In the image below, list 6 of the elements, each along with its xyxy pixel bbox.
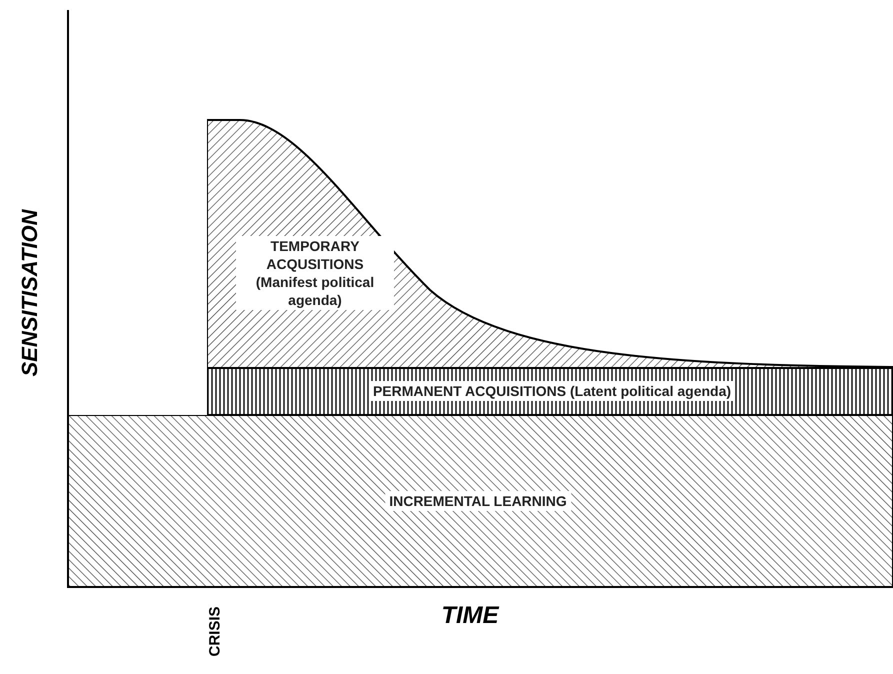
tick-label: CRISIS	[206, 606, 224, 659]
area-label: PERMANENT ACQUISITIONS (Latent political agenda)	[368, 381, 736, 401]
axis-title: SENSITISATION	[17, 208, 43, 379]
area-label: TEMPORARY ACQUSITIONS (Manifest political agenda)	[236, 236, 394, 310]
area-label: INCREMENTAL LEARNING	[385, 491, 571, 511]
axis-title: TIME	[440, 602, 500, 630]
